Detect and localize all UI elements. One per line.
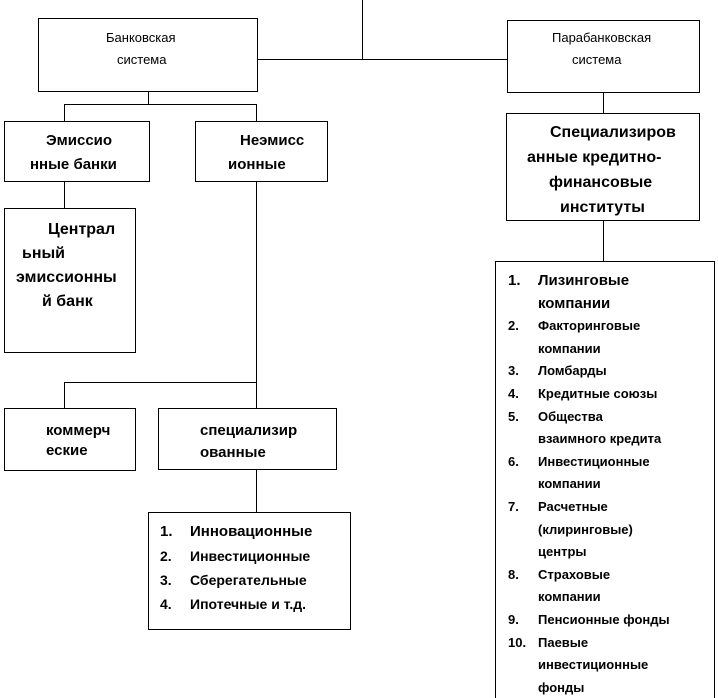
specialized-banks-list-box bbox=[148, 512, 351, 630]
central-bank-box bbox=[4, 208, 136, 353]
list-item-text: Сберегательные bbox=[190, 572, 307, 588]
list-item-number: 3. bbox=[508, 363, 519, 379]
list-item: 4. Ипотечные и т.д. bbox=[160, 592, 348, 616]
banking-system-line-1: Банковская bbox=[106, 30, 176, 45]
list-item-text: центры bbox=[538, 544, 587, 560]
list-item-text: компании bbox=[538, 340, 601, 356]
list-item: 3. Сберегательные bbox=[160, 568, 348, 592]
list-item-text: Инвестиционные bbox=[538, 453, 650, 469]
list-item-text: Расчетные bbox=[538, 499, 608, 514]
list-item-number: 2. bbox=[508, 318, 519, 334]
list-item-text: Инновационные bbox=[190, 523, 313, 540]
nonemission-banks-line-1: Неэмисс bbox=[240, 132, 305, 149]
list-item-text: Факторинговые bbox=[538, 318, 641, 334]
specialized-banks-line-2: ованные bbox=[200, 444, 266, 461]
connector-top-horizontal bbox=[258, 59, 507, 60]
connector-bank-branch bbox=[64, 104, 257, 105]
list-item-text: Паевые bbox=[538, 634, 589, 650]
central-bank-line-4: й банк bbox=[42, 293, 93, 310]
central-bank-line-1: Централ bbox=[48, 221, 116, 238]
banking-system-box bbox=[38, 18, 258, 92]
connector-para-down bbox=[603, 93, 604, 113]
list-item-number: 10. bbox=[508, 634, 527, 650]
list-item-text: инвестиционные bbox=[538, 657, 649, 673]
list-item: 1. Инновационные bbox=[160, 520, 348, 544]
parabanking-system-line-1: Парабанковская bbox=[552, 30, 652, 45]
emission-banks-line-1: Эмиссио bbox=[46, 132, 113, 149]
institutes-line-2: анные кредитно- bbox=[527, 149, 662, 166]
list-item-number: 1. bbox=[160, 523, 173, 540]
connector-top-vertical bbox=[362, 0, 363, 60]
list-item-text: Кредитные союзы bbox=[538, 386, 658, 401]
parabanking-system-box bbox=[507, 20, 700, 93]
institutes-line-4: институты bbox=[560, 199, 645, 216]
list-item-number: 5. bbox=[508, 408, 519, 424]
banking-system-line-2: система bbox=[117, 52, 167, 67]
nonemission-banks-line-2: ионные bbox=[228, 156, 286, 173]
emission-banks-line-2: нные банки bbox=[30, 156, 117, 173]
list-item-number: 4. bbox=[160, 596, 172, 612]
connector-nonemission-up bbox=[256, 104, 257, 121]
list-item: 2. Инвестиционные bbox=[160, 544, 348, 568]
list-item-number: 4. bbox=[508, 386, 519, 401]
list-item-text: взаимного кредита bbox=[538, 431, 662, 447]
central-bank-line-3: эмиссионны bbox=[16, 269, 117, 286]
list-item-text: Ломбарды bbox=[538, 363, 607, 379]
list-item-text: фонды bbox=[538, 679, 585, 695]
list-item-number: 3. bbox=[160, 572, 172, 588]
institutes-line-3: финансовые bbox=[549, 174, 653, 191]
connector-bank-down bbox=[148, 92, 149, 104]
list-item-text: Пенсионные фонды bbox=[538, 612, 670, 627]
parabanking-system-line-2: система bbox=[572, 52, 622, 67]
list-item-text: Ипотечные и т.д. bbox=[190, 596, 307, 612]
specialized-banks-list: 1. Инновационные 2. Инвестиционные 3. Сб… bbox=[160, 520, 348, 616]
connector-specialized-up bbox=[256, 382, 257, 408]
nonemission-banks-box bbox=[195, 121, 328, 182]
specialized-banks-line-1: специализир bbox=[200, 422, 298, 439]
list-item-text: компании bbox=[538, 589, 601, 605]
list-item-number: 7. bbox=[508, 499, 519, 514]
list-item-text: Лизинговые bbox=[538, 272, 630, 289]
list-item-number: 1. bbox=[508, 272, 521, 289]
institutes-line-1: Специализиров bbox=[550, 124, 676, 141]
institutes-box bbox=[506, 113, 700, 221]
connector-institutes-to-list bbox=[603, 221, 604, 261]
institutes-list-box: 1. Лизинговые компании 2. Факторинговые компа… bbox=[495, 261, 715, 698]
commercial-banks-line-1: коммерч bbox=[46, 422, 111, 439]
commercial-banks-box bbox=[4, 408, 136, 471]
list-item-text: компании bbox=[538, 294, 611, 312]
connector-nonemission-branch bbox=[64, 382, 257, 383]
list-item-number: 8. bbox=[508, 566, 519, 582]
list-item-number: 6. bbox=[508, 453, 519, 469]
list-item-text: Общества bbox=[538, 408, 603, 424]
connector-nonemission-down bbox=[256, 182, 257, 382]
list-item-number: 2. bbox=[160, 548, 172, 564]
list-item-text: компании bbox=[538, 476, 601, 492]
connector-specialized-to-list bbox=[256, 470, 257, 512]
connector-emission-up bbox=[64, 104, 65, 121]
connector-commercial-up bbox=[64, 382, 65, 408]
list-item-text: Страховые bbox=[538, 566, 611, 582]
commercial-banks-line-2: еские bbox=[46, 442, 88, 459]
emission-banks-box bbox=[4, 121, 150, 182]
connector-emission-to-central bbox=[64, 182, 65, 208]
list-item-text: (клиринговые) bbox=[538, 521, 633, 537]
list-item-number: 9. bbox=[508, 612, 519, 627]
list-item-text: Инвестиционные bbox=[190, 548, 311, 564]
central-bank-line-2: ьный bbox=[22, 245, 65, 262]
specialized-banks-box bbox=[158, 408, 337, 470]
